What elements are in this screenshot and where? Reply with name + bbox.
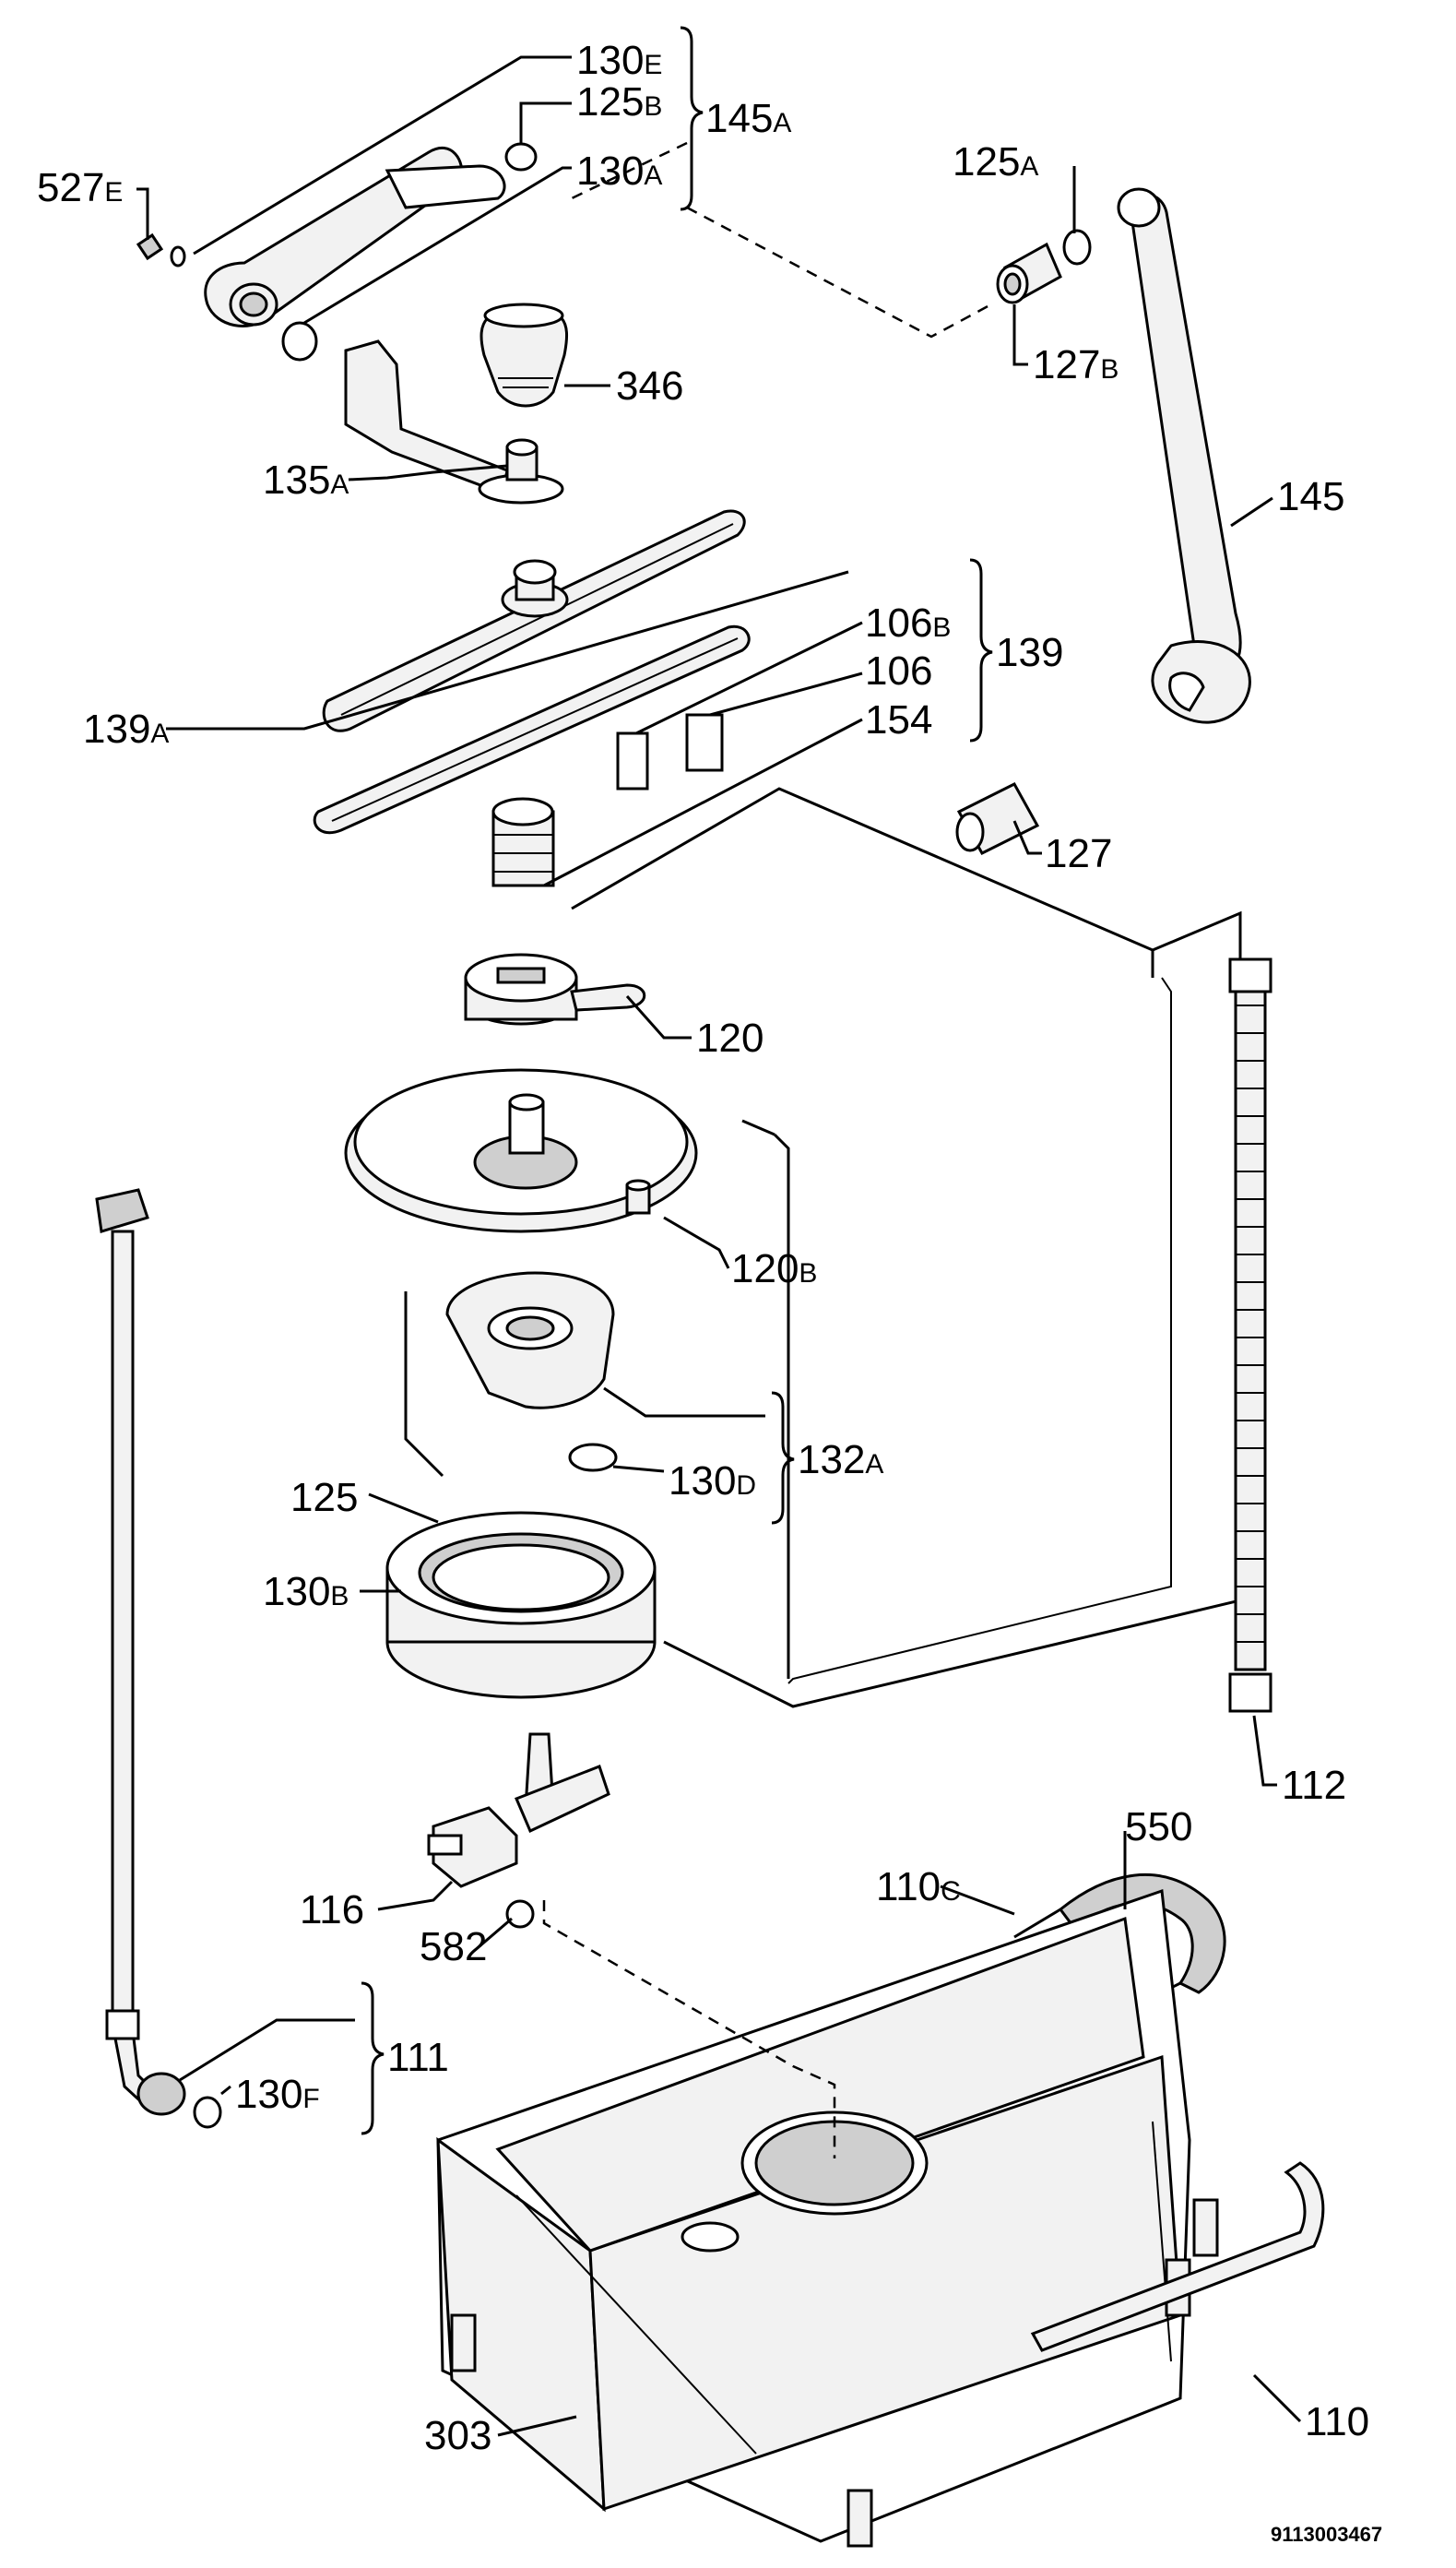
supply-tube-135a bbox=[344, 339, 564, 505]
label-127b: 127B bbox=[1033, 342, 1119, 387]
cabinet-outline bbox=[404, 787, 1242, 1708]
seal-130f bbox=[193, 2096, 222, 2129]
label-127: 127 bbox=[1045, 831, 1112, 876]
label-582: 582 bbox=[420, 1924, 487, 1969]
label-110: 110 bbox=[1305, 2399, 1369, 2444]
nut-527e bbox=[136, 232, 164, 261]
dash-line-3 bbox=[542, 1900, 836, 2158]
label-135a: 135A bbox=[263, 458, 349, 503]
label-527e: 527E bbox=[37, 165, 123, 210]
label-132a: 132A bbox=[798, 1437, 883, 1482]
label-111: 111 bbox=[387, 2035, 449, 2080]
label-125b: 125B bbox=[576, 79, 662, 125]
label-154: 154 bbox=[865, 697, 932, 743]
base-frame-303 bbox=[436, 1888, 1219, 2548]
connector-127b bbox=[996, 242, 1062, 304]
leader-lines bbox=[136, 55, 1302, 2437]
clip-106 bbox=[685, 713, 724, 772]
label-145: 145 bbox=[1277, 474, 1344, 519]
label-125: 125 bbox=[290, 1475, 358, 1520]
filter-plate-120b bbox=[344, 1068, 698, 1233]
o-ring-130d bbox=[568, 1443, 618, 1472]
dash-line-2 bbox=[686, 206, 992, 339]
label-130a: 130A bbox=[576, 149, 662, 194]
label-139a: 139A bbox=[83, 707, 169, 752]
valve-116 bbox=[427, 1732, 610, 1888]
label-116: 116 bbox=[300, 1887, 364, 1932]
spray-arm-139a bbox=[322, 509, 746, 732]
spray-head-346 bbox=[479, 303, 569, 408]
label-145a: 145A bbox=[705, 96, 791, 141]
label-130d: 130D bbox=[669, 1458, 756, 1504]
braces bbox=[361, 26, 993, 2135]
dash-line-1 bbox=[571, 141, 688, 200]
label-303: 303 bbox=[424, 2413, 491, 2458]
sump-ring-125 bbox=[385, 1511, 657, 1699]
inlet-pipe-111 bbox=[95, 1188, 222, 2129]
label-106: 106 bbox=[865, 648, 932, 694]
pump-housing-132a bbox=[445, 1271, 615, 1409]
label-130f: 130F bbox=[235, 2072, 320, 2117]
label-125a: 125A bbox=[953, 139, 1038, 184]
label-106b: 106B bbox=[865, 600, 951, 646]
supply-pipe-145 bbox=[1117, 187, 1251, 724]
hose-112 bbox=[1228, 957, 1273, 1713]
clip-106b bbox=[616, 731, 649, 791]
seal-125b bbox=[504, 142, 538, 172]
seal-125a bbox=[1062, 229, 1092, 266]
label-550: 550 bbox=[1125, 1804, 1192, 1849]
upper-spray-arm bbox=[136, 142, 538, 362]
label-120: 120 bbox=[696, 1016, 764, 1061]
drain-hose-110 bbox=[1030, 2161, 1325, 2352]
label-110c: 110C bbox=[876, 1864, 961, 1909]
o-ring-130a bbox=[281, 321, 318, 362]
label-130b: 130B bbox=[263, 1569, 349, 1614]
drawing-code: 9113003467 bbox=[1271, 2523, 1382, 2546]
label-139: 139 bbox=[996, 630, 1063, 675]
spray-arm-139 bbox=[313, 624, 751, 834]
hub-154 bbox=[491, 797, 555, 887]
label-130e: 130E bbox=[576, 38, 662, 83]
label-112: 112 bbox=[1282, 1763, 1346, 1808]
o-ring-130e bbox=[170, 245, 186, 268]
label-346: 346 bbox=[616, 363, 683, 409]
label-120b: 120B bbox=[731, 1246, 817, 1291]
ball-582 bbox=[505, 1899, 535, 1929]
filter-120 bbox=[464, 953, 646, 1026]
connector-127 bbox=[955, 782, 1040, 855]
